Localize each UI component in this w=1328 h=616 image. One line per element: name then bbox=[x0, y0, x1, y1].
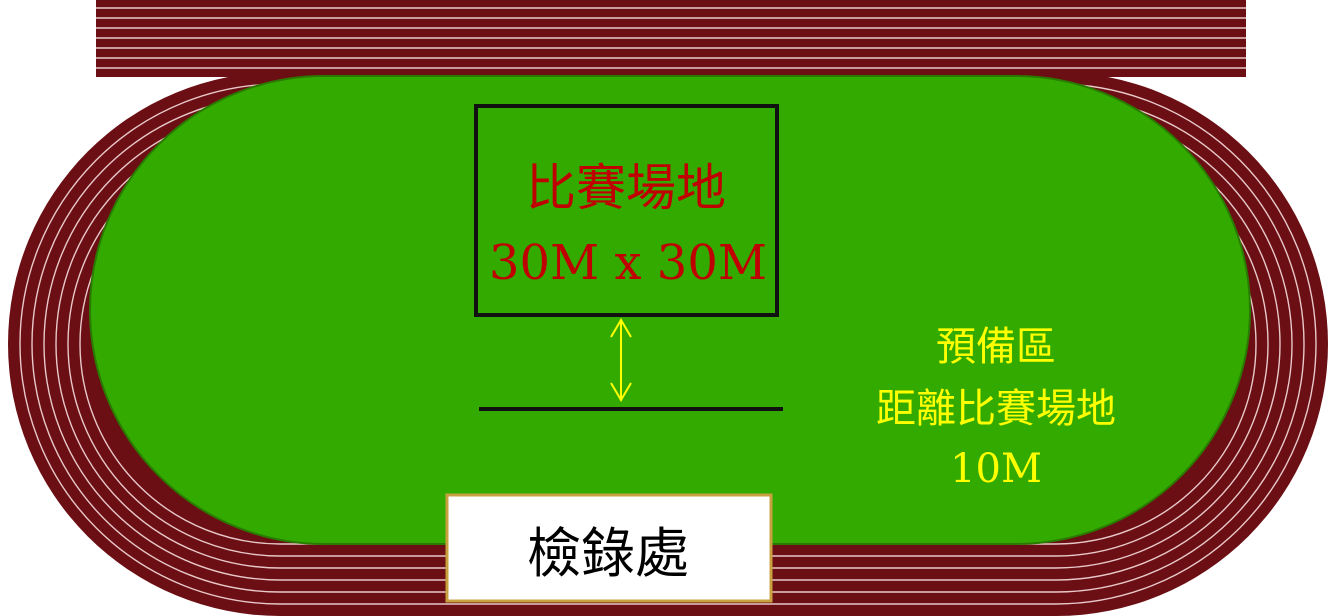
distance-arrow-icon bbox=[610, 318, 632, 402]
competition-field-box bbox=[474, 104, 779, 317]
infield bbox=[89, 75, 1251, 545]
prep-area-distance-value: 10M bbox=[950, 446, 1042, 492]
track-top-straight bbox=[96, 0, 1246, 77]
competition-field-title: 比賽場地 bbox=[526, 159, 726, 217]
prep-area-title: 預備區 bbox=[936, 324, 1056, 370]
checkin-desk-box bbox=[445, 493, 773, 603]
track-top-lane-lines bbox=[96, 7, 1246, 69]
competition-field-size: 30M x 30M bbox=[489, 235, 767, 291]
checkin-desk-label: 檢錄處 bbox=[527, 522, 689, 585]
prep-area-distance-label: 距離比賽場地 bbox=[876, 386, 1116, 432]
